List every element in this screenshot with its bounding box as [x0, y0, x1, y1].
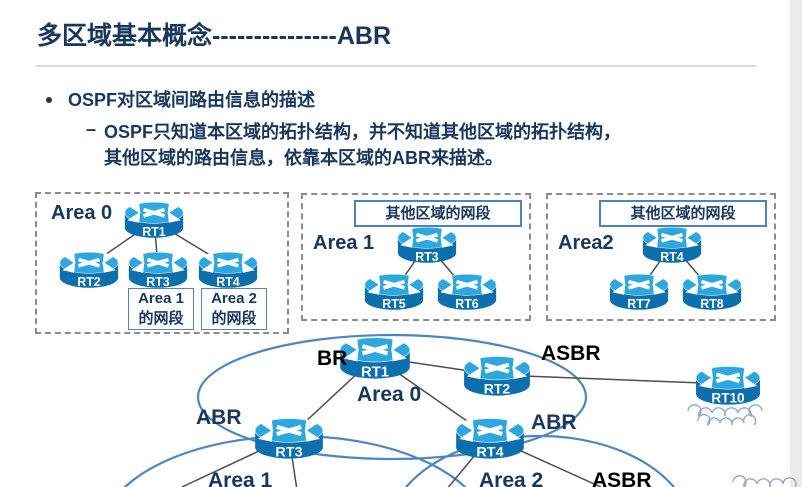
area0-box-label: Area 0: [51, 202, 113, 224]
router-icon-rt1-topology: RT1: [338, 334, 412, 380]
router-icon-rt3-topology: RT3: [253, 415, 325, 460]
link-rt2-rt10: [496, 374, 729, 385]
area0-overview-box: Area 0 RT1 RT2: [35, 192, 289, 334]
external-network-scribble-icon: [687, 404, 763, 427]
area0-topology-label: Area 0: [357, 383, 422, 406]
router-label: RT1: [142, 225, 165, 239]
router-icon-rt1-overview: RT1: [123, 199, 185, 239]
other-area-segments-label: 其他区域的网段: [354, 200, 522, 227]
asbr-top-label: ASBR: [541, 342, 601, 365]
br-label: BR: [317, 347, 348, 370]
router-label: RT1: [361, 365, 389, 380]
router-label: RT4: [476, 445, 503, 460]
bullet-level2-line2: 其他区域的路由信息，依靠本区域的ABR来描述。: [104, 148, 503, 168]
area2-segment-box: Area 2 的网段: [201, 288, 267, 330]
router-label: RT10: [711, 391, 744, 406]
area1-segment-box: Area 1 的网段: [128, 288, 194, 330]
bullet-level1: OSPF对区域间路由信息的描述: [68, 90, 316, 110]
router-icon-rt2-topology: RT2: [462, 353, 532, 397]
router-label: RT2: [484, 381, 511, 397]
router-label: RT6: [455, 297, 478, 311]
bullet-level2-dash: –: [86, 119, 97, 139]
other-area-segments-label: 其他区域的网段: [599, 200, 767, 227]
area2-ellipse: [404, 434, 676, 487]
abr-left-label: ABR: [196, 406, 242, 429]
bullet-level2: OSPF只知道本区域的拓扑结构，并不知道其他区域的拓扑结构， 其他区域的路由信息…: [104, 119, 621, 171]
router-icon-rt3-area1: RT3: [396, 224, 458, 264]
slide-title: 多区域基本概念---------------ABR: [37, 22, 392, 50]
right-gutter: [790, 0, 802, 487]
router-label: RT4: [216, 275, 239, 289]
router-label: RT3: [275, 445, 302, 460]
corner-scribble-icon: [732, 475, 797, 487]
router-label: RT8: [700, 297, 723, 311]
bullet-level2-line1: OSPF只知道本区域的拓扑结构，并不知道其他区域的拓扑结构，: [104, 122, 622, 142]
area1-topology-label: Area 1: [208, 469, 273, 487]
router-icon-rt7: RT7: [608, 271, 670, 311]
router-label: RT7: [627, 297, 650, 311]
segment-line1: Area 1: [138, 290, 184, 307]
segment-line2: 的网段: [211, 310, 257, 327]
router-icon-rt10: RT10: [694, 363, 762, 406]
area2-box: 其他区域的网段 Area2 RT4 RT7: [546, 193, 776, 321]
area1-box-label: Area 1: [313, 232, 375, 254]
router-label: RT3: [146, 275, 169, 289]
router-label: RT4: [660, 250, 683, 264]
segment-line1: Area 2: [211, 290, 257, 307]
router-icon-rt6: RT6: [436, 271, 498, 311]
router-label: RT3: [415, 250, 438, 264]
area0-ellipse: [196, 333, 588, 461]
area2-box-label: Area2: [558, 232, 614, 254]
router-icon-rt2-overview: RT2: [58, 249, 120, 289]
router-label: RT5: [382, 297, 405, 311]
abr-right-label: ABR: [531, 411, 577, 434]
router-icon-rt5: RT5: [363, 271, 425, 311]
title-divider: [36, 65, 756, 67]
asbr-bottom-label: ASBR: [592, 469, 652, 487]
router-icon-rt4-area2: RT4: [641, 224, 703, 264]
area2-topology-label: Area 2: [479, 469, 544, 487]
segment-line2: 的网段: [138, 310, 184, 327]
router-icon-rt4-overview: RT4: [197, 249, 259, 289]
router-icon-rt8: RT8: [681, 271, 743, 311]
bullet-dot-icon: [46, 97, 52, 103]
router-icon-rt4-topology: RT4: [454, 415, 526, 460]
router-label: RT2: [77, 275, 100, 289]
area1-box: 其他区域的网段 Area 1 RT3 RT5: [301, 193, 531, 321]
router-icon-rt3-overview: RT3: [127, 249, 189, 289]
